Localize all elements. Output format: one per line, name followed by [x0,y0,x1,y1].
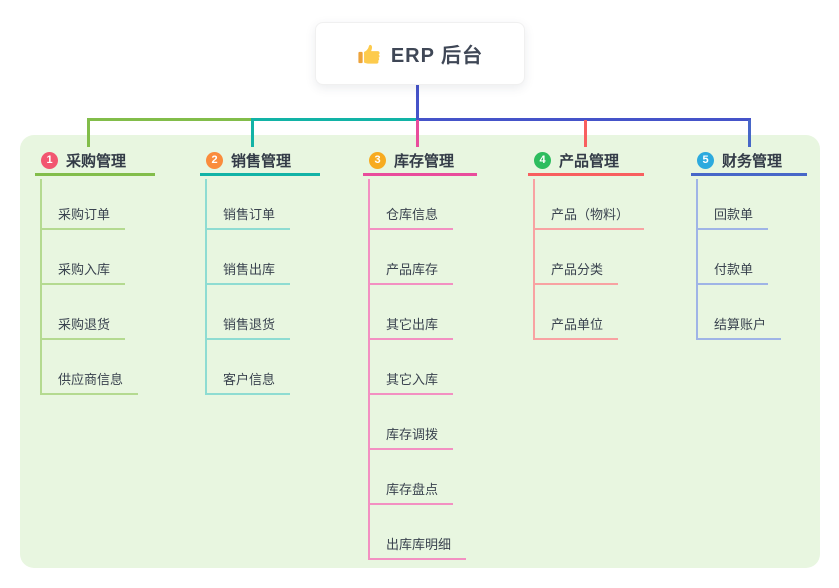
branch-label: 产品管理 [559,153,620,170]
child-node[interactable]: 其它入库 [368,369,454,395]
bus-segment [416,118,751,121]
child-node[interactable]: 采购入库 [40,259,126,285]
child-node[interactable]: 产品（物料） [533,204,645,230]
child-node[interactable]: 采购退货 [40,314,126,340]
branch-drop-line [251,120,254,147]
branch-number-badge: 2 [206,152,223,169]
branch-node[interactable]: 5 财务管理 [691,148,807,176]
branch-label: 采购管理 [66,153,127,170]
branch-spine-line [40,179,42,394]
child-node[interactable]: 供应商信息 [40,369,139,395]
child-node[interactable]: 销售出库 [205,259,291,285]
branch-node[interactable]: 4 产品管理 [528,148,644,176]
child-node[interactable]: 产品分类 [533,259,619,285]
branch-number-badge: 1 [41,152,58,169]
child-node[interactable]: 销售退货 [205,314,291,340]
branch-drop-line [416,120,419,147]
branch-node[interactable]: 1 采购管理 [35,148,155,176]
child-node[interactable]: 库存盘点 [368,479,454,505]
branch-spine-line [533,179,535,339]
branch-spine-line [696,179,698,339]
child-node[interactable]: 库存调拨 [368,424,454,450]
branch-node[interactable]: 3 库存管理 [363,148,477,176]
branch-drop-line [87,120,90,147]
branch-spine-line [205,179,207,394]
child-node[interactable]: 结算账户 [696,314,782,340]
child-node[interactable]: 产品单位 [533,314,619,340]
child-node[interactable]: 其它出库 [368,314,454,340]
root-title: ERP 后台 [390,45,484,67]
branch-label: 财务管理 [722,153,783,170]
child-node[interactable]: 回款单 [696,204,769,230]
branch-spine-line [368,179,370,559]
child-node[interactable]: 出库库明细 [368,534,467,560]
child-node[interactable]: 采购订单 [40,204,126,230]
child-node[interactable]: 付款单 [696,259,769,285]
child-node[interactable]: 销售订单 [205,204,291,230]
branch-number-badge: 5 [697,152,714,169]
branch-label: 库存管理 [394,153,455,170]
child-node[interactable]: 客户信息 [205,369,291,395]
root-connector-line [416,83,419,121]
child-node[interactable]: 产品库存 [368,259,454,285]
branch-number-badge: 3 [369,152,386,169]
child-node[interactable]: 仓库信息 [368,204,454,230]
branches-panel [20,135,820,568]
bus-segment [251,118,419,121]
branch-drop-line [748,120,751,147]
root-node[interactable]: ERP 后台 [315,22,525,85]
bus-segment [87,118,252,121]
thumbs-up-icon [357,42,381,66]
branch-drop-line [584,120,587,147]
branch-label: 销售管理 [231,153,292,170]
branch-node[interactable]: 2 销售管理 [200,148,320,176]
branch-number-badge: 4 [534,152,551,169]
